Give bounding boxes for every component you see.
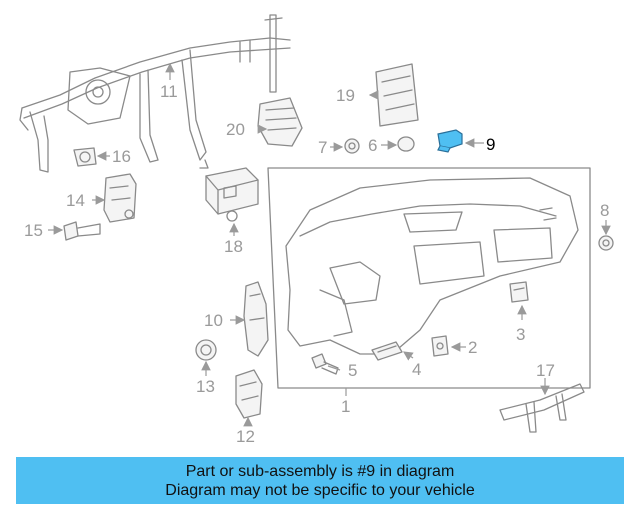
part-6-grommet (397, 136, 415, 152)
part-11-frame (19, 14, 291, 173)
callout-10: 10 (204, 311, 223, 330)
callout-1: 1 (341, 397, 350, 416)
part-9-clip (437, 129, 463, 153)
callout-8: 8 (600, 201, 609, 220)
part-18-module (205, 167, 259, 222)
part-12-bracket (235, 369, 263, 419)
part-16-clip (73, 147, 97, 167)
part-10-panel (243, 281, 269, 357)
callout-12: 12 (236, 427, 255, 446)
callout-labels: 11 19 20 7 6 9 16 14 15 18 8 10 13 12 1 … (24, 82, 609, 446)
callout-4: 4 (412, 360, 421, 379)
parts-diagram: 11 19 20 7 6 9 16 14 15 18 8 10 13 12 1 … (19, 14, 614, 446)
callout-19: 19 (336, 86, 355, 105)
callout-3: 3 (516, 325, 525, 344)
part-13-grommet (195, 339, 217, 361)
callout-18: 18 (224, 237, 243, 256)
part-19-duct (375, 63, 419, 127)
banner-line-part: Part or sub-assembly is #9 in diagram (185, 462, 455, 480)
part-4-clip (371, 341, 403, 361)
callout-9: 9 (486, 135, 495, 154)
part-17-brace (499, 383, 585, 433)
part-3-bracket (509, 281, 529, 303)
callout-17: 17 (536, 361, 555, 380)
part-20-vent (257, 97, 303, 147)
part-5-screw (311, 353, 339, 375)
callout-14: 14 (66, 191, 85, 210)
leader-lines (48, 62, 611, 427)
banner-line-disclaimer: Diagram may not be specific to your vehi… (165, 481, 475, 499)
callout-7: 7 (318, 138, 327, 157)
callout-16: 16 (112, 147, 131, 166)
callout-11: 11 (160, 82, 178, 101)
part-2-clip (431, 335, 449, 357)
part-1-instrument-panel (267, 167, 591, 389)
callout-2: 2 (468, 338, 477, 357)
part-8-grommet (598, 235, 614, 251)
part-7-grommet (344, 138, 360, 154)
callout-6: 6 (368, 136, 377, 155)
callout-13: 13 (196, 377, 215, 396)
part-14-bracket (103, 173, 137, 223)
part-15-bolt (63, 221, 101, 241)
callout-5: 5 (348, 361, 357, 380)
callout-15: 15 (24, 221, 43, 240)
callout-20: 20 (226, 120, 245, 139)
info-banner: Part or sub-assembly is #9 in diagram Di… (16, 457, 624, 504)
